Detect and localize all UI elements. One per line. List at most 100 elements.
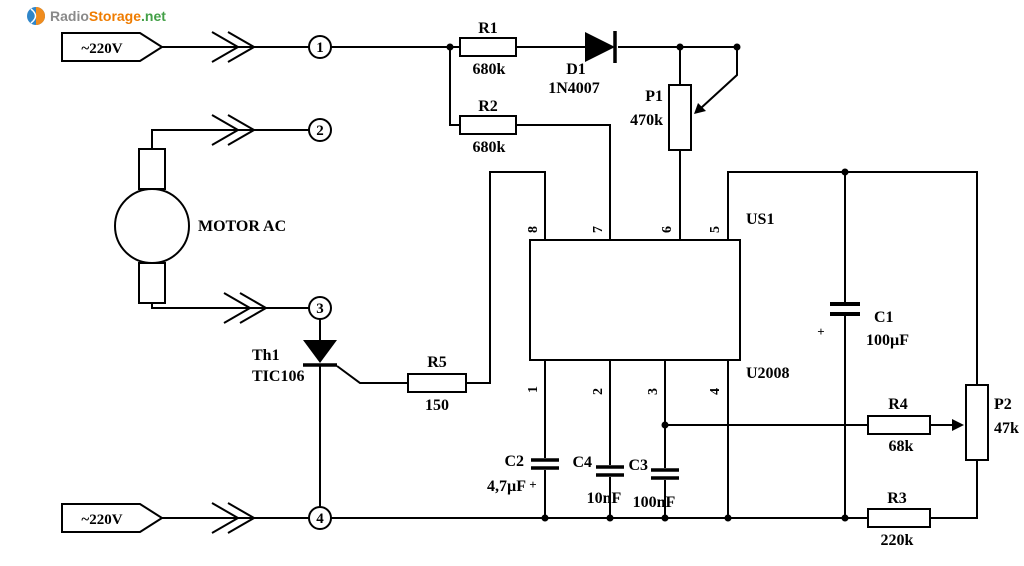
d1-value: 1N4007 xyxy=(548,80,600,97)
capacitor-c1: + C1 100µF xyxy=(817,302,909,349)
diode-triangle-icon xyxy=(585,32,615,62)
logo-text-net: .net xyxy=(141,8,166,24)
ic-pin-label-2: 2 xyxy=(591,388,606,395)
c1-polarity: + xyxy=(817,324,824,339)
pot-wiper-arrow-icon xyxy=(694,103,706,114)
junction-dot xyxy=(541,514,549,522)
chevron-icon xyxy=(211,31,257,63)
ic-designator: US1 xyxy=(746,211,774,228)
r1-designator: R1 xyxy=(478,20,498,37)
junction-dot xyxy=(446,43,454,51)
p2-value: 47k xyxy=(994,420,1019,437)
ic-part-number: U2008 xyxy=(746,365,790,382)
motor-body xyxy=(114,188,190,264)
resistor-body xyxy=(459,37,517,57)
resistor-body xyxy=(867,508,931,528)
th1-designator: Th1 xyxy=(252,347,280,364)
wire-pin5-top-right-rail xyxy=(727,171,978,385)
wires xyxy=(151,46,978,519)
ic-pin-label-5: 5 xyxy=(708,226,723,233)
c4-value: 10nF xyxy=(587,490,622,507)
input-voltage-label: ~220V xyxy=(81,512,122,528)
chevron-icon xyxy=(211,114,257,146)
wire-pin8-r5-gate xyxy=(336,171,546,384)
diode-d1: D1 1N4007 xyxy=(548,31,617,97)
flag-shape xyxy=(61,32,164,62)
junction-dot xyxy=(724,514,732,522)
ic-pin-label-8: 8 xyxy=(526,226,541,233)
c4-designator: C4 xyxy=(572,454,592,471)
junction-dot xyxy=(733,43,741,51)
terminal-number: 3 xyxy=(316,301,324,317)
terminal-1: 1 xyxy=(308,35,332,59)
logo: RadioStorage.net xyxy=(27,7,166,25)
terminal-3: 3 xyxy=(308,296,332,320)
r2-designator: R2 xyxy=(478,98,498,115)
resistor-r3: R3 220k xyxy=(867,490,931,549)
input-voltage-label: ~220V xyxy=(81,41,122,57)
c1-designator: C1 xyxy=(874,309,894,326)
pot-body xyxy=(965,384,989,461)
capacitor-c4: C4 10nF xyxy=(572,454,624,507)
pot-wiper-arrow-icon xyxy=(952,419,964,431)
thyristor-triangle-icon xyxy=(303,340,337,363)
ic-pin-label-1: 1 xyxy=(526,386,541,393)
thyristor-th1: Th1 TIC106 xyxy=(252,340,337,385)
potentiometer-p1: P1 470k xyxy=(630,84,706,151)
logo-text-radio: Radio xyxy=(50,8,89,24)
logo-globe-highlight xyxy=(30,8,37,24)
junction-dot xyxy=(661,514,669,522)
r3-value: 220k xyxy=(881,532,914,549)
resistor-r1: R1 680k xyxy=(459,20,517,78)
wire-motor-top xyxy=(151,129,309,149)
junction-dot xyxy=(841,168,849,176)
c3-value: 100nF xyxy=(633,494,676,511)
th1-value: TIC106 xyxy=(252,368,304,385)
junction-dots xyxy=(446,43,849,522)
ic-us1: 8 7 6 5 1 2 3 4 US1 U2008 xyxy=(526,211,790,395)
resistor-body xyxy=(867,415,931,435)
terminal-number: 1 xyxy=(316,40,324,56)
capacitor-c2: + C2 4,7µF xyxy=(487,453,559,495)
terminal-number: 2 xyxy=(316,123,324,139)
chevron-icon xyxy=(223,292,269,324)
junction-dot xyxy=(661,421,669,429)
ic-body xyxy=(529,239,741,361)
c2-polarity: + xyxy=(529,477,536,492)
p2-designator: P2 xyxy=(994,396,1012,413)
r5-designator: R5 xyxy=(427,354,447,371)
resistor-body xyxy=(459,115,517,135)
chevron-icon xyxy=(211,502,257,534)
input-flag-top: ~220V xyxy=(61,32,164,62)
r2-value: 680k xyxy=(473,139,506,156)
connector-chevrons xyxy=(211,31,269,534)
r3-designator: R3 xyxy=(887,490,907,507)
c2-value: 4,7µF xyxy=(487,478,526,495)
p1-designator: P1 xyxy=(645,88,663,105)
wire-p1-wiper xyxy=(700,47,738,109)
terminal-circle xyxy=(308,118,332,142)
terminal-circle xyxy=(308,35,332,59)
ic-pin-label-4: 4 xyxy=(708,388,723,395)
c2-designator: C2 xyxy=(504,453,524,470)
capacitor-c3: C3 100nF xyxy=(628,457,679,511)
resistor-r2: R2 680k xyxy=(459,98,517,156)
junction-dot xyxy=(606,514,614,522)
motor-ac: MOTOR AC xyxy=(114,148,286,304)
terminal-2: 2 xyxy=(308,118,332,142)
logo-text-storage: Storage xyxy=(89,8,141,24)
junction-dot xyxy=(841,514,849,522)
potentiometer-p2: P2 47k xyxy=(952,384,1019,461)
r4-designator: R4 xyxy=(888,396,908,413)
terminal-circle xyxy=(308,296,332,320)
terminal-4: 4 xyxy=(308,506,332,530)
wire-motor-bottom xyxy=(151,303,309,309)
d1-designator: D1 xyxy=(566,61,586,78)
terminal-number: 4 xyxy=(316,511,324,527)
resistor-r4: R4 68k xyxy=(867,396,931,455)
c1-value: 100µF xyxy=(866,332,909,349)
logo-text: RadioStorage.net xyxy=(50,8,166,24)
pot-body xyxy=(668,84,692,151)
